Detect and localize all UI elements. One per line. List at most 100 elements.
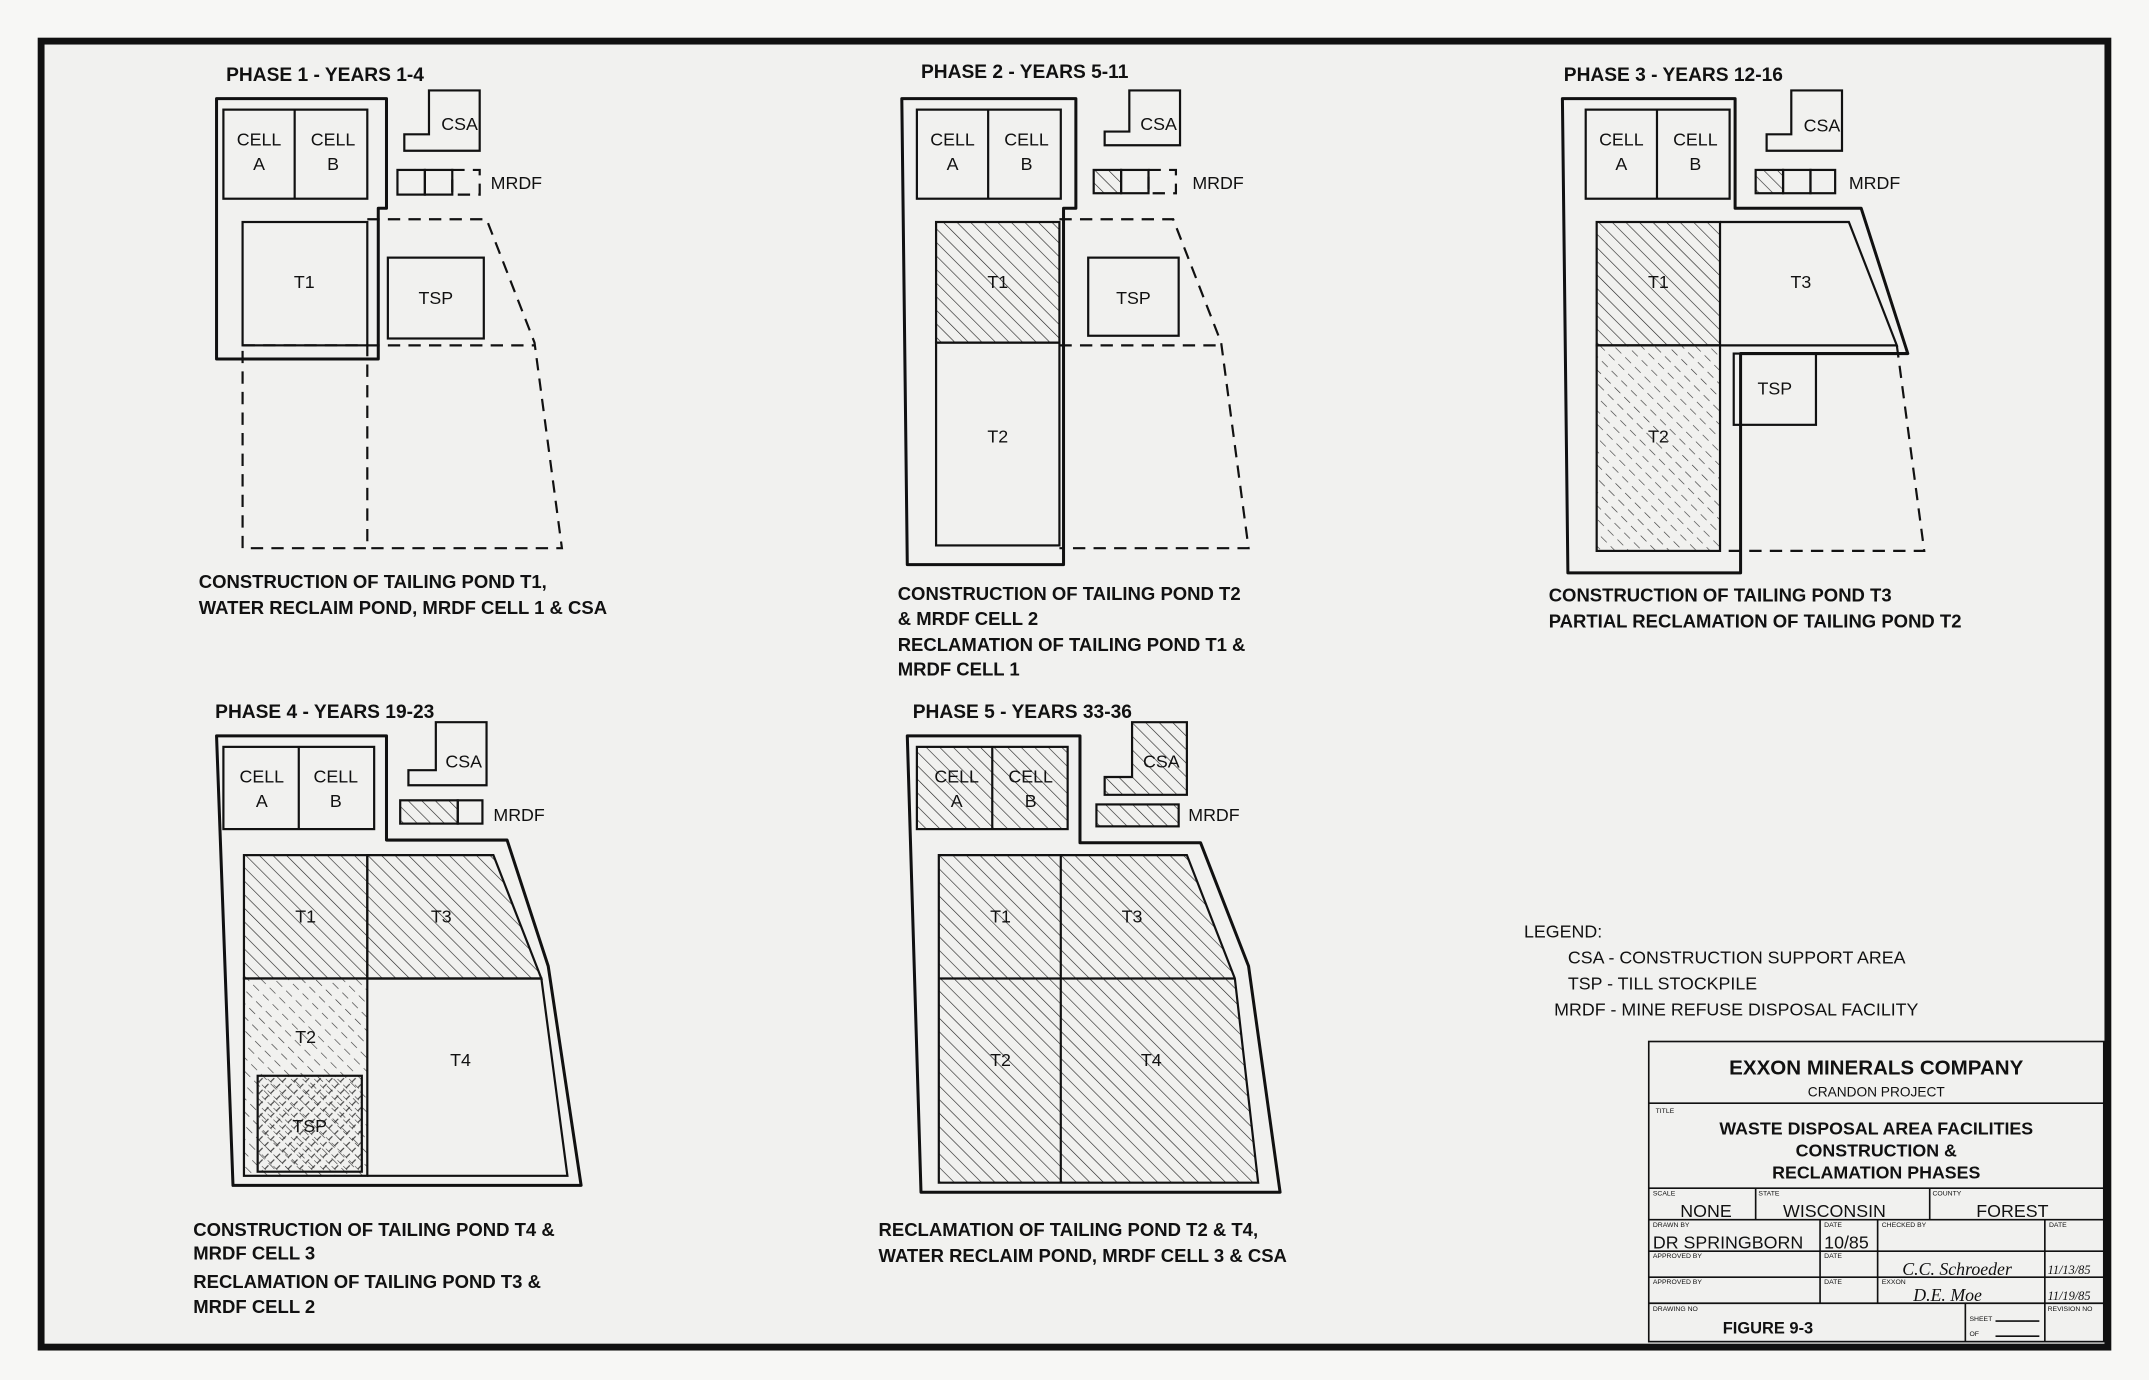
pond-t1-reclaimed [242,854,369,980]
exxon-signature: D.E. Moe [1912,1285,1982,1305]
cell-b-label: CELL [311,129,356,149]
legend-item: MRDF - MINE REFUSE DISPOSAL FACILITY [1554,999,1918,1019]
drawing-label: CELL [930,129,975,149]
drawing-label: CSA [1804,116,1841,136]
drawing-label: B [1025,791,1037,811]
drawing-label: TSP [292,1116,327,1136]
drawing-label: CELL [240,767,285,787]
site-outline [215,97,388,361]
drawing-label: RECLAMATION OF TAILING POND T2 & T4, [879,1219,1259,1240]
drawing-shape [1765,89,1844,152]
drawing-label: T1 [987,272,1008,292]
phase-4-panel: PHASE 4 - YEARS 19-23 CELL A CELL B CSA … [193,702,583,1317]
project-name: CRANDON PROJECT [1808,1084,1946,1099]
drawn-by-label: DRAWN BY [1653,1222,1690,1229]
scale-label: SCALE [1653,1191,1676,1198]
mrdf-cell-1 [1092,168,1123,195]
csa-reclaimed [1103,721,1188,796]
phase-title: PHASE 5 - YEARS 33-36 [913,702,1132,723]
drawing-label: T2 [987,427,1008,447]
site-outline [905,734,1282,1194]
phase-5-panel: PHASE 5 - YEARS 33-36 CELL A CELL B CSA … [879,702,1287,1266]
date-label: DATE [1824,1253,1842,1260]
drawing-label: T2 [1648,427,1669,447]
legend-item: CSA - CONSTRUCTION SUPPORT AREA [1568,947,1906,967]
drawing-label: T4 [450,1050,471,1070]
drawing-shape [1754,168,1785,195]
drawing-label: CONSTRUCTION OF TAILING POND T4 & [193,1219,554,1240]
pond-t4 [367,977,569,1177]
of-label: OF [1969,1331,1979,1338]
drawing-label: T2 [295,1027,316,1047]
phase-2-panel: PHASE 2 - YEARS 5-11 CELL A CELL B CSA M… [898,62,1250,680]
title-label: TITLE [1656,1108,1675,1115]
drawing-label: MRDF [1192,173,1244,193]
mrdf-reclaimed [1095,803,1180,828]
pond-t2-partial [1595,344,1722,552]
phase-caption: CONSTRUCTION OF TAILING POND T1, [199,571,547,592]
drawing-label: CELL [1599,129,1644,149]
drawing-label: CONSTRUCTION OF TAILING POND T2 [898,583,1241,604]
drawing-shape [407,721,488,787]
approved-signature: C.C. Schroeder [1902,1259,2012,1279]
county-label: COUNTY [1932,1191,1961,1198]
drawing-label: A [1615,154,1627,174]
phase-1-panel: PHASE 1 - YEARS 1-4 CELL A CELL B CSA MR… [199,65,607,618]
drawing-title: WASTE DISPOSAL AREA FACILITIES [1719,1119,2033,1139]
drawing-label: A [951,791,963,811]
drawing-label: TSP [1758,379,1793,399]
drawing-label: B [1689,154,1701,174]
drawn-by-value: DR SPRINGBORN [1653,1232,1803,1252]
drawing-no-label: DRAWING NO [1653,1306,1698,1313]
cell-a-letter: A [253,154,265,174]
drawing-label: CELL [314,767,359,787]
drawing-shape [1809,168,1837,195]
approved-by-label: APPROVED BY [1653,1253,1703,1260]
drawing-label: T1 [1648,272,1669,292]
drawing-label: CONSTRUCTION OF TAILING POND T3 [1549,585,1892,606]
tsp-stockpile [256,1074,363,1173]
site-outline [215,734,583,1187]
legend-heading: LEGEND: [1524,921,1602,941]
drawing-number: FIGURE 9-3 [1723,1319,1813,1337]
drawing-title: CONSTRUCTION & [1796,1141,1957,1161]
drawing-label: T3 [1122,906,1143,926]
date-label: DATE [1824,1222,1842,1229]
drawn-date-value: 10/85 [1824,1232,1869,1252]
cell-b-letter: B [327,154,339,174]
phase-caption: WATER RECLAIM POND, MRDF CELL 1 & CSA [199,597,607,618]
drawing-label: RECLAMATION OF TAILING POND T3 & [193,1271,541,1292]
scale-value: NONE [1680,1201,1732,1221]
legend: LEGEND: CSA - CONSTRUCTION SUPPORT AREA … [1524,921,1919,1019]
drawing-label: TSP [1116,288,1151,308]
approved-by-label: APPROVED BY [1653,1279,1703,1286]
drawing-label: MRDF [493,805,545,825]
drawing-label: T3 [1790,272,1811,292]
csa-area [403,89,481,152]
mrdf-cell-3 [451,168,481,196]
pond-t2-future [241,344,369,550]
mrdf-label: MRDF [491,173,543,193]
drawing-label: CSA [1143,751,1180,771]
exxon-date: 11/19/85 [2048,1289,2091,1303]
approved-date: 11/13/85 [2048,1263,2091,1277]
drawing-label: CELL [1004,129,1049,149]
drawing-label: T4 [1141,1050,1162,1070]
title-block: EXXON MINERALS COMPANY CRANDON PROJECT T… [1647,1040,2105,1343]
cell-a-label: CELL [237,129,282,149]
county-value: FOREST [1976,1201,2048,1221]
drawing-label: WATER RECLAIM POND, MRDF CELL 3 & CSA [879,1245,1287,1266]
sheet-label: SHEET [1969,1316,1993,1323]
mrdf-cell-1-2 [399,799,459,825]
drawing-title: RECLAMATION PHASES [1772,1163,1980,1183]
pond-t1-reclaimed [1595,220,1722,347]
phase-title: PHASE 4 - YEARS 19-23 [215,702,434,723]
csa-label: CSA [441,114,478,134]
csa-area [1103,89,1182,147]
drawing-label: CELL [1673,129,1718,149]
drawing-label: CSA [445,751,482,771]
drawing-shape [1059,218,1250,550]
pond-t3-t4-future [367,218,564,550]
tsp-stockpile [386,256,485,340]
